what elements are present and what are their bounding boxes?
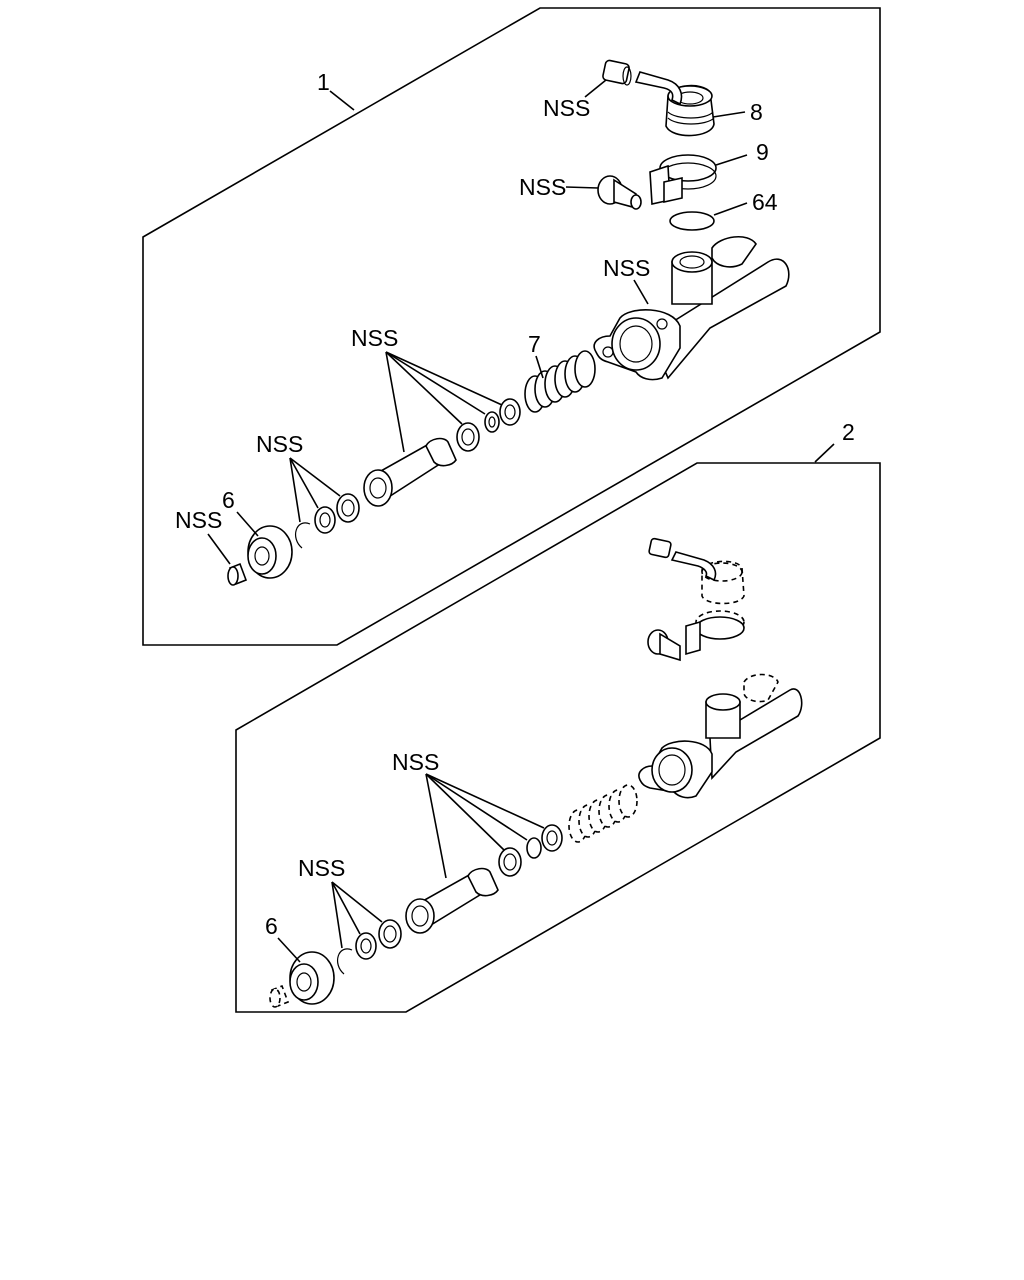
cylinder-body [593,236,790,381]
boot-part-6 [247,525,293,579]
assembly-1-label: 1 [317,69,330,95]
assembly-1-outline [142,7,881,646]
spring-2 [568,784,638,843]
nss-leader-lower-2b [331,881,383,923]
part-6-leader-2 [277,937,301,963]
reservoir-cap-2 [648,537,745,605]
o-ring-part-64 [669,211,715,231]
part-64-label: 64 [752,189,778,215]
assembly-1-leader [329,90,355,111]
piston-2 [405,867,499,934]
part-8-leader [712,111,746,118]
part-64-leader [713,202,748,216]
seal-group-upper [456,398,521,452]
nss-leader-hose [584,79,607,98]
push-rod-end [227,562,248,586]
nss-leader-lower-2a [331,881,361,935]
hose-fitting [602,59,683,106]
nss-label-body: NSS [603,255,650,281]
part-6-leader [236,511,259,537]
part-7-leader [535,355,544,379]
nss-leader-seal-2b [425,773,528,841]
part-6-label-2: 6 [265,913,278,939]
clamp-ring-part-9 [649,154,717,205]
push-rod-end-2 [269,984,290,1008]
nss-leader-seal-c [385,351,503,406]
nss-leader-snap-2 [331,881,343,949]
seal-group-lower [294,493,360,549]
nss-leader-snap [289,457,301,523]
nss-leader-piston [385,351,405,453]
nss-label-seals-lower: NSS [256,431,303,457]
nss-label-hose: NSS [543,95,590,121]
assembly-2-label: 2 [842,419,855,445]
part-9-leader [715,154,748,166]
nss-leader-body [633,279,649,305]
nss-leader-seal-2a [425,773,505,851]
nss-label-seals-upper: NSS [351,325,398,351]
part-8-label: 8 [750,99,763,125]
assembly-2-outline [235,462,881,1013]
nss-label-seals-upper-2: NSS [392,749,439,775]
bleeder-valve [597,175,642,210]
seal-group-upper-2 [498,824,563,877]
part-7-label: 7 [528,331,541,357]
cylinder-body-2 [638,673,803,799]
nss-leader-seal-a [385,351,463,425]
spring-part-7 [524,350,596,413]
piston [363,437,457,507]
nss-label-rod: NSS [175,507,222,533]
nss-label-bleeder: NSS [519,174,566,200]
assembly-1-panel: 1 8 NSS 9 [142,7,881,646]
boot-part-6-2 [289,951,335,1005]
assembly-2-panel: 2 [235,419,881,1013]
clamp-ring-2 [685,610,745,656]
nss-leader-rod [207,533,231,565]
assembly-2-leader [814,443,835,463]
part-6-label: 6 [222,487,235,513]
snap-ring [294,522,311,549]
nss-leader-seal-b [385,351,486,415]
bleeder-valve-2 [647,629,681,662]
seal-group-lower-2 [336,919,402,975]
nss-leader-bleeder [565,186,599,189]
nss-leader-lower-b [289,457,341,497]
nss-leader-seal-2c [425,773,545,829]
part-9-label: 9 [756,139,769,165]
nss-leader-lower-a [289,457,319,509]
nss-label-seals-lower-2: NSS [298,855,345,881]
nss-leader-piston-2 [425,773,447,879]
